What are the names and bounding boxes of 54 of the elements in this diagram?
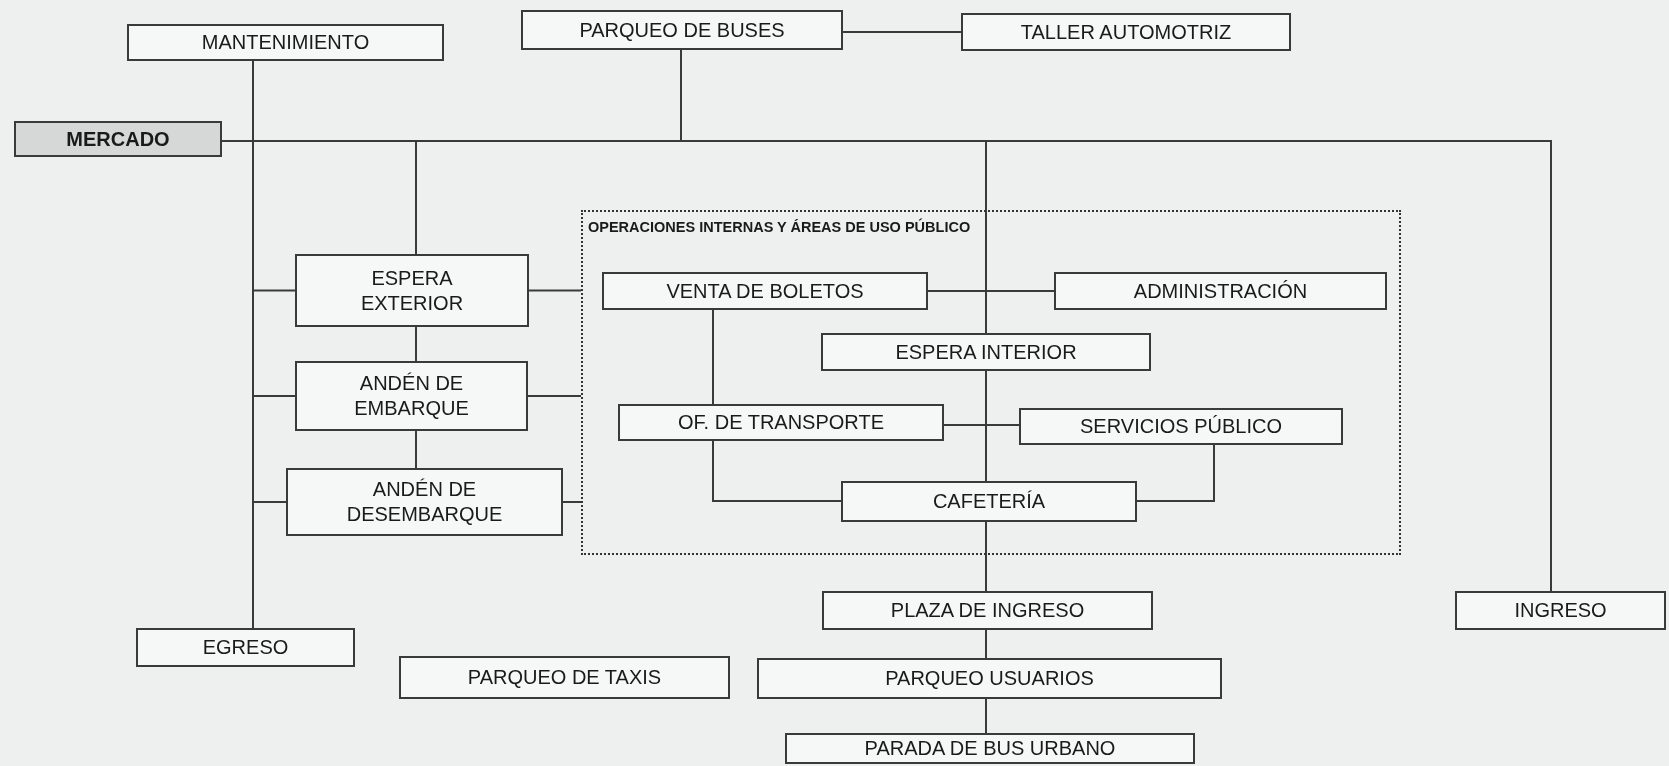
area-box — [1054, 272, 1387, 310]
area-box — [841, 481, 1137, 522]
area-box — [822, 591, 1153, 630]
area-box — [127, 24, 444, 61]
area-box — [821, 333, 1151, 371]
area-label: PARQUEO DE TAXIS — [467, 665, 662, 690]
connector-line — [1136, 444, 1215, 502]
area-label: PLAZA DE INGRESO — [890, 598, 1085, 623]
area-box — [757, 658, 1222, 699]
connector-line — [415, 430, 417, 469]
area-box — [961, 13, 1291, 51]
area-box — [14, 121, 222, 157]
area-label: PARADA DE BUS URBANO — [864, 736, 1116, 761]
connector-line — [985, 629, 987, 659]
connector-line — [985, 698, 987, 734]
connector-line — [927, 290, 1055, 292]
area-label: TALLER AUTOMOTRIZ — [1020, 19, 1232, 45]
area-label: OF. DE TRANSPORTE — [678, 410, 884, 435]
connector-line — [842, 31, 962, 33]
area-box — [136, 628, 355, 667]
connector-line — [562, 501, 582, 503]
connector-line — [527, 395, 582, 397]
area-label: INGRESO — [1514, 598, 1607, 623]
area-label: ESPERA INTERIOR — [895, 339, 1077, 365]
connector-line — [712, 440, 842, 502]
area-label: ANDÉN DE EMBARQUE — [353, 371, 470, 421]
area-box — [1455, 591, 1666, 630]
area-label: ESPERA EXTERIOR — [359, 265, 465, 316]
connector-line — [943, 424, 1020, 426]
connector-line — [415, 326, 417, 362]
area-label: VENTA DE BOLETOS — [666, 278, 864, 304]
area-box — [295, 361, 528, 431]
area-box — [602, 272, 928, 310]
area-label: MERCADO — [66, 126, 170, 152]
area-label: EGRESO — [202, 635, 289, 660]
group-frame — [581, 210, 1401, 555]
connector-line — [528, 289, 582, 292]
area-label: ANDÉN DE DESEMBARQUE — [345, 477, 504, 527]
connector-line — [985, 370, 987, 482]
connector-line — [712, 309, 714, 405]
area-label: SERVICIOS PÚBLICO — [1080, 414, 1282, 439]
area-label: PARQUEO USUARIOS — [885, 666, 1094, 691]
area-box — [785, 733, 1195, 764]
area-box — [295, 254, 529, 327]
connector-line — [985, 521, 987, 592]
area-label: ADMINISTRACIÓN — [1133, 278, 1308, 304]
area-box — [399, 656, 730, 699]
area-box — [1019, 408, 1343, 445]
area-box — [521, 10, 843, 50]
area-label: CAFETERÍA — [932, 489, 1046, 514]
area-label: PARQUEO DE BUSES — [579, 17, 785, 43]
area-box — [286, 468, 563, 536]
area-label: MANTENIMIENTO — [201, 30, 370, 55]
area-box — [618, 404, 944, 441]
